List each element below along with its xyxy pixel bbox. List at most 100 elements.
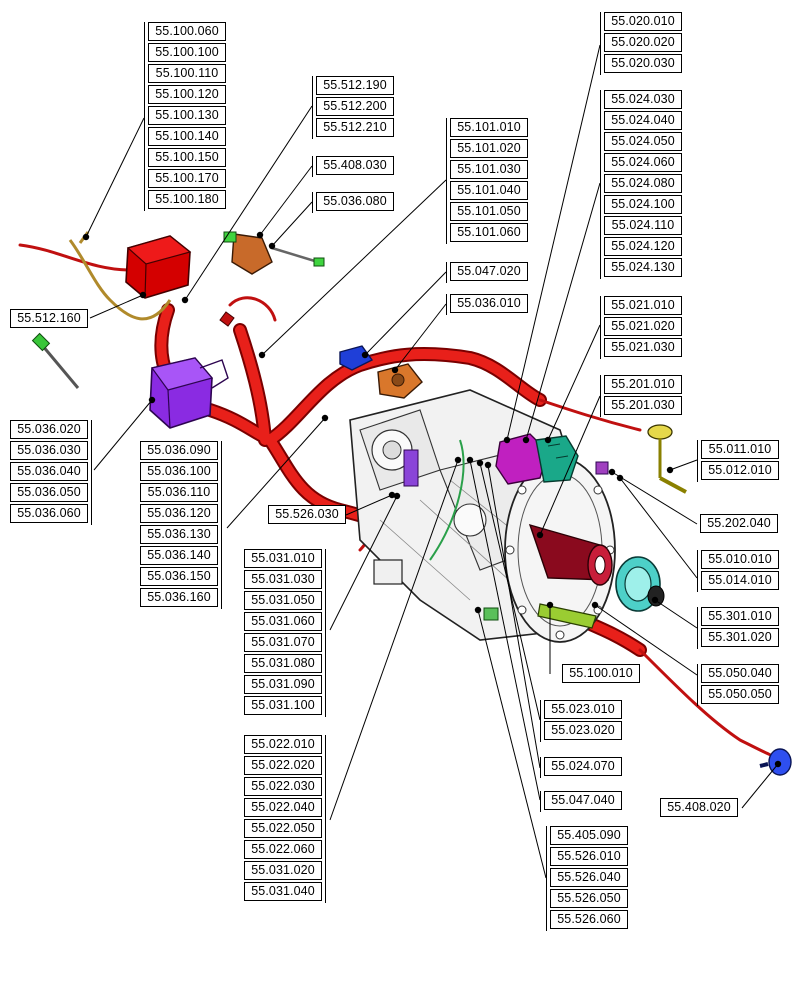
- part-number-label: 55.031.070: [244, 633, 322, 652]
- part-number-label: 55.101.020: [450, 139, 528, 158]
- label-group-55-036-left: 55.036.020 55.036.030 55.036.040 55.036.050…: [10, 420, 92, 525]
- alternator: [615, 556, 665, 612]
- part-number-label: 55.024.100: [604, 195, 682, 214]
- part-number-label: 55.036.150: [140, 567, 218, 586]
- part-number-label: 55.100.120: [148, 85, 226, 104]
- label-group-55-100: 55.100.060 55.100.100 55.100.110 55.100.120…: [144, 22, 226, 211]
- part-number-label: 55.024.030: [604, 90, 682, 109]
- part-number-label: 55.526.030: [268, 505, 346, 524]
- label-group-55-050: 55.050.040 55.050.050: [697, 664, 779, 706]
- part-number-label: 55.201.010: [604, 375, 682, 394]
- label-group-55-201: 55.201.010 55.201.030: [600, 375, 682, 417]
- part-number-label: 55.100.150: [148, 148, 226, 167]
- label-group-55-047-020: 55.047.020: [446, 262, 528, 283]
- part-number-label: 55.022.020: [244, 756, 322, 775]
- part-number-label: 55.021.020: [604, 317, 682, 336]
- part-number-label: 55.512.200: [316, 97, 394, 116]
- part-number-label: 55.036.130: [140, 525, 218, 544]
- part-number-label: 55.031.040: [244, 882, 322, 901]
- part-number-label: 55.023.020: [544, 721, 622, 740]
- part-number-label: 55.036.050: [10, 483, 88, 502]
- part-number-label: 55.101.060: [450, 223, 528, 242]
- part-number-label: 55.405.090: [550, 826, 628, 845]
- part-number-label: 55.100.010: [562, 664, 640, 683]
- part-number-label: 55.512.210: [316, 118, 394, 137]
- part-number-label: 55.036.040: [10, 462, 88, 481]
- part-number-label: 55.024.130: [604, 258, 682, 277]
- part-number-label: 55.036.030: [10, 441, 88, 460]
- part-number-label: 55.024.120: [604, 237, 682, 256]
- part-number-label: 55.050.040: [701, 664, 779, 683]
- part-number-label: 55.036.160: [140, 588, 218, 607]
- label-group-55-036-080: 55.036.080: [312, 192, 394, 213]
- part-number-label: 55.022.030: [244, 777, 322, 796]
- part-number-label: 55.100.060: [148, 22, 226, 41]
- part-number-label: 55.036.080: [316, 192, 394, 211]
- label-group-55-408-020: 55.408.020: [660, 798, 738, 819]
- anchor-dots: [82, 231, 782, 768]
- part-number-label: 55.036.020: [10, 420, 88, 439]
- part-number-label: 55.012.010: [701, 461, 779, 480]
- level-sensor-yellow: [647, 424, 687, 494]
- part-number-label: 55.100.110: [148, 64, 226, 83]
- starter-motor: [528, 523, 613, 586]
- part-number-label: 55.101.050: [450, 202, 528, 221]
- part-number-label: 55.031.080: [244, 654, 322, 673]
- part-number-label: 55.024.070: [544, 757, 622, 776]
- part-number-label: 55.101.010: [450, 118, 528, 137]
- label-group-55-202-040: 55.202.040: [700, 514, 778, 535]
- part-number-label: 55.024.060: [604, 153, 682, 172]
- part-number-label: 55.024.110: [604, 216, 682, 235]
- part-number-label: 55.031.100: [244, 696, 322, 715]
- part-number-label: 55.036.010: [450, 294, 528, 313]
- part-number-label: 55.050.050: [701, 685, 779, 704]
- part-number-label: 55.036.060: [10, 504, 88, 523]
- label-group-55-512-160: 55.512.160: [10, 309, 88, 330]
- part-number-label: 55.526.060: [550, 910, 628, 929]
- part-number-label: 55.022.050: [244, 819, 322, 838]
- part-number-label: 55.512.160: [10, 309, 88, 328]
- part-number-label: 55.031.020: [244, 861, 322, 880]
- part-number-label: 55.036.100: [140, 462, 218, 481]
- part-number-label: 55.022.040: [244, 798, 322, 817]
- part-number-label: 55.031.030: [244, 570, 322, 589]
- part-number-label: 55.014.010: [701, 571, 779, 590]
- part-number-label: 55.526.010: [550, 847, 628, 866]
- part-number-label: 55.031.010: [244, 549, 322, 568]
- label-group-55-036-010: 55.036.010: [446, 294, 528, 315]
- label-group-55-526-030: 55.526.030: [268, 505, 346, 526]
- part-number-label: 55.020.020: [604, 33, 682, 52]
- part-number-label: 55.024.080: [604, 174, 682, 193]
- part-number-label: 55.408.030: [316, 156, 394, 175]
- part-number-label: 55.024.040: [604, 111, 682, 130]
- part-number-label: 55.526.050: [550, 889, 628, 908]
- part-number-label: 55.036.140: [140, 546, 218, 565]
- part-number-label: 55.201.030: [604, 396, 682, 415]
- part-number-label: 55.100.180: [148, 190, 226, 209]
- label-group-55-047-040: 55.047.040: [540, 791, 622, 812]
- part-number-label: 55.100.100: [148, 43, 226, 62]
- part-number-label: 55.024.050: [604, 132, 682, 151]
- part-number-label: 55.036.110: [140, 483, 218, 502]
- label-group-55-024-070: 55.024.070: [540, 757, 622, 778]
- control-module-purple: [149, 357, 229, 429]
- part-number-label: 55.100.140: [148, 127, 226, 146]
- part-number-label: 55.031.050: [244, 591, 322, 610]
- bracket-green: [537, 603, 597, 629]
- part-number-label: 55.408.020: [660, 798, 738, 817]
- part-number-label: 55.202.040: [700, 514, 778, 533]
- part-number-label: 55.301.020: [701, 628, 779, 647]
- part-number-label: 55.047.020: [450, 262, 528, 281]
- part-number-label: 55.020.030: [604, 54, 682, 73]
- connector-orange-upper: [223, 231, 325, 275]
- sensor-left-green: [31, 332, 80, 389]
